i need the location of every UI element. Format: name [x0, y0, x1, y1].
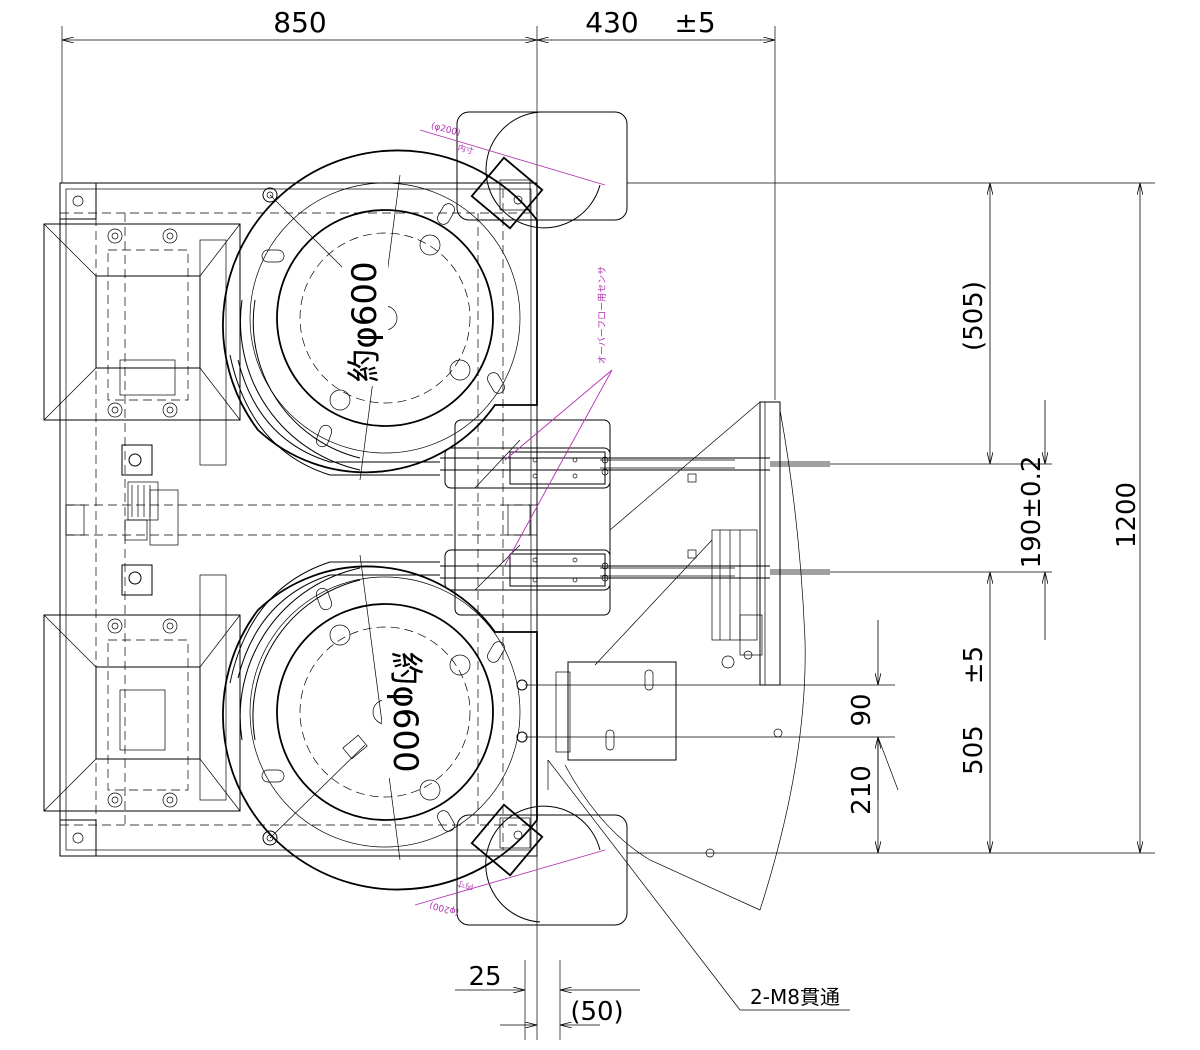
dim-505: 505 [959, 725, 989, 775]
labels: 約φ600 約φ600 (φ200) 内寸 (φ200) 内寸 オーバーフロー用… [342, 121, 840, 1009]
dim-tol-right: ±5 [959, 646, 989, 684]
dim-50-paren: (50) [570, 997, 623, 1027]
bowl-upper [222, 149, 538, 481]
base-frame [59, 182, 538, 857]
overflow-sensor-label: オーバーフロー用センサ [597, 266, 608, 364]
bowl-upper-label: 約φ600 [345, 261, 385, 382]
bucket-lower [456, 803, 628, 926]
dim-tol-top: ±5 [674, 6, 715, 39]
support-legs [516, 401, 783, 911]
dim-190: 190±0.2 [1017, 456, 1047, 569]
magenta-annotations [414, 129, 613, 906]
linear-feeders [440, 419, 830, 616]
bucket-bottom-inner: 内寸 [456, 879, 474, 893]
motor-block-upper [43, 223, 241, 466]
bowl-lower-label: 約φ600 [385, 651, 425, 772]
bowl-lower [222, 554, 538, 891]
dim-505-paren: (505) [959, 281, 989, 351]
extension-lines [61, 26, 1155, 1040]
motor-block-lower [43, 574, 241, 812]
center-components [121, 444, 179, 596]
dim-90: 90 [847, 693, 877, 726]
dim-25: 25 [468, 962, 501, 992]
right-mount-plate [711, 401, 806, 911]
bucket-upper [456, 111, 628, 230]
dim-430: 430 [585, 6, 638, 39]
bucket-bottom-dia: (φ200) [429, 899, 461, 916]
dim-1200: 1200 [1112, 482, 1142, 548]
dim-850: 850 [273, 6, 326, 39]
bucket-top-inner: 内寸 [457, 142, 475, 156]
dim-210: 210 [847, 765, 877, 815]
dimension-texts: 850 430 ±5 (505) 190±0.2 1200 ±5 505 90 … [273, 6, 1142, 1027]
bolt-holes-label: 2-M8貫通 [750, 985, 840, 1009]
dimension-lines [62, 40, 1140, 1025]
